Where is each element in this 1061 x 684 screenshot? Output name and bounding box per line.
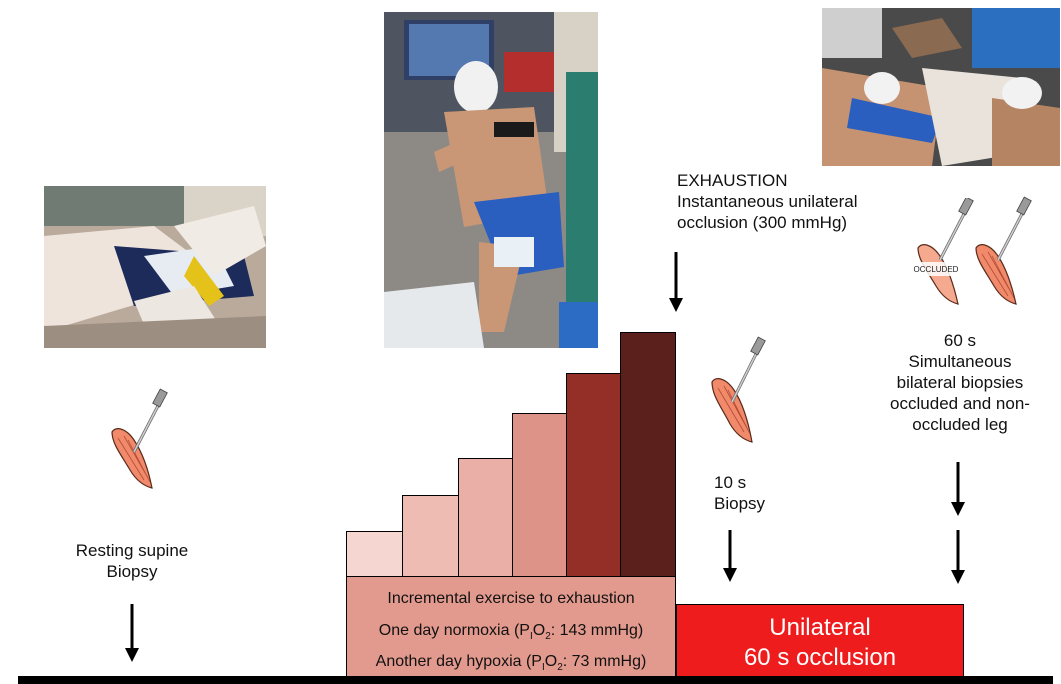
exercise-step-5 bbox=[566, 373, 622, 578]
down-arrow-icon bbox=[669, 252, 683, 312]
resting-label: Resting supine Biopsy bbox=[50, 540, 214, 582]
exercise-step-4 bbox=[512, 413, 568, 578]
muscle-biopsy-icon bbox=[711, 336, 766, 443]
biopsy-60s-line1: 60 s bbox=[943, 331, 977, 350]
exercise-step-3 bbox=[458, 458, 514, 578]
hypoxia-line: Another day hypoxia (PIO2: 73 mmHg) bbox=[375, 653, 647, 674]
exercise-protocol-box: Incremental exercise to exhaustion One d… bbox=[346, 576, 676, 678]
occluded-tag: OCCLUDED bbox=[914, 265, 959, 274]
muscle-biopsy-icon bbox=[975, 196, 1032, 305]
resting-label-line1: Resting supine bbox=[75, 541, 189, 560]
resting-label-line2: Biopsy bbox=[106, 562, 158, 581]
occlusion-line2: 60 s occlusion bbox=[743, 644, 897, 671]
exercise-step-1 bbox=[346, 531, 404, 578]
exhaustion-line3: occlusion (300 mmHg) bbox=[677, 213, 848, 232]
exercise-step-2 bbox=[402, 495, 460, 578]
occlusion-box: Unilateral 60 s occlusion bbox=[676, 604, 964, 678]
down-arrow-icon bbox=[951, 462, 965, 516]
down-arrow-icon bbox=[125, 604, 139, 662]
exhaustion-line2: Instantaneous unilateral bbox=[677, 192, 858, 211]
biopsy-60s-line4: occluded and non- bbox=[890, 394, 1030, 413]
exhaustion-title: EXHAUSTION bbox=[677, 171, 788, 190]
occlusion-line1: Unilateral bbox=[769, 614, 871, 641]
biopsy-60s-line2: Simultaneous bbox=[908, 352, 1012, 371]
exhaustion-label: EXHAUSTION Instantaneous unilateral occl… bbox=[677, 170, 897, 233]
biopsy-60s-line5: occluded leg bbox=[912, 415, 1008, 434]
biopsy-60s-label: 60 s Simultaneous bilateral biopsies occ… bbox=[870, 330, 1050, 435]
down-arrow-icon bbox=[951, 530, 965, 584]
biopsy-10s-line2: Biopsy bbox=[714, 494, 766, 513]
occluded-muscle-biopsy-icon: OCCLUDED bbox=[906, 198, 974, 305]
normoxia-line: One day normoxia (PIO2: 143 mmHg) bbox=[378, 622, 644, 643]
cycling-exercise-photo bbox=[384, 12, 598, 348]
exercise-title: Incremental exercise to exhaustion bbox=[387, 590, 635, 607]
biopsy-60s-line3: bilateral biopsies bbox=[896, 373, 1024, 392]
muscle-biopsy-icon bbox=[111, 388, 168, 489]
exercise-step-6 bbox=[620, 332, 676, 578]
biopsy-10s-label: 10 s Biopsy bbox=[700, 472, 784, 514]
biopsy-10s-line1: 10 s bbox=[714, 473, 747, 492]
timeline-baseline bbox=[18, 676, 1053, 684]
occlusion-photo bbox=[822, 8, 1060, 166]
down-arrow-icon bbox=[723, 530, 737, 582]
resting-biopsy-photo bbox=[44, 186, 266, 348]
